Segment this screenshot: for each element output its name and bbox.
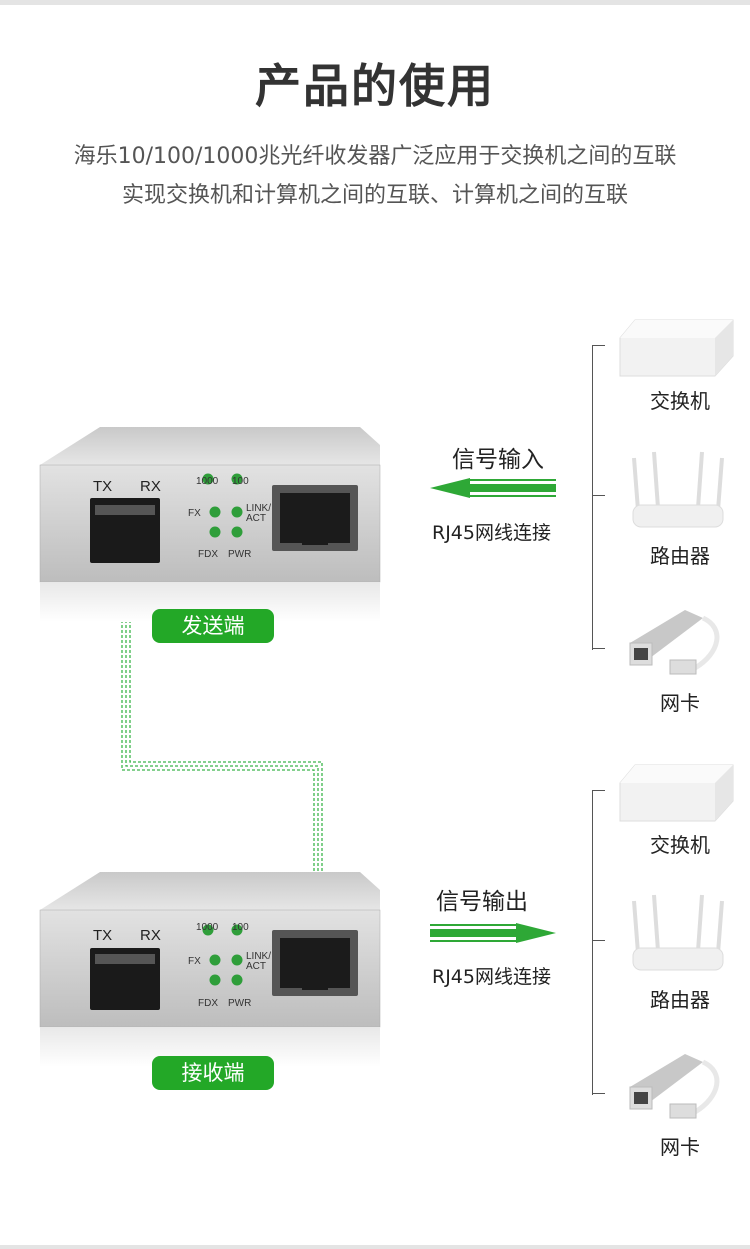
- description-line-1: 海乐10/100/1000兆光纤收发器广泛应用于交换机之间的互联: [73, 144, 677, 169]
- device-label-router: 路由器: [650, 544, 710, 568]
- led-label-100: 100: [232, 922, 249, 933]
- led-label-pwr: PWR: [228, 549, 251, 560]
- transceiver-graphic: TX RX 1000 100 FX LINK/ ACT FDX PWR: [39, 872, 381, 1067]
- led-label-fx: FX: [188, 508, 201, 519]
- led-label-act: ACT: [246, 961, 266, 972]
- rj45-in-label: RJ45网线连接: [432, 522, 551, 544]
- led-label-link: LINK/: [246, 503, 271, 514]
- device-bracket-top: [592, 345, 607, 650]
- port-label-rx: RX: [140, 478, 161, 495]
- router-icon: [632, 451, 724, 528]
- receiver-badge: 接收端: [152, 1056, 274, 1090]
- device-label-switch: 交换机: [650, 833, 710, 857]
- router-icon: [632, 894, 724, 971]
- led-label-1000: 1000: [196, 476, 219, 487]
- signal-in-label: 信号输入: [452, 447, 544, 473]
- rj45-out-label: RJ45网线连接: [432, 966, 551, 988]
- port-label-tx: TX: [93, 478, 112, 495]
- bottom-divider: [0, 1245, 750, 1249]
- led-label-fdx: FDX: [198, 998, 218, 1009]
- port-label-rx: RX: [140, 927, 161, 944]
- transmitter-device: TX RX 1000 100 FX LINK/ ACT FDX PWR: [39, 425, 390, 622]
- device-label-nic: 网卡: [660, 1135, 700, 1159]
- receiver-device: TX RX 1000 100 FX LINK/ ACT FDX PWR: [39, 870, 390, 1067]
- led-label-act: ACT: [246, 513, 266, 524]
- led-label-1000: 1000: [196, 922, 219, 933]
- top-divider: [0, 0, 750, 5]
- device-bracket-bottom: [592, 790, 607, 1095]
- led-label-pwr: PWR: [228, 998, 251, 1009]
- signal-in-arrow: [430, 478, 556, 498]
- transmitter-badge: 发送端: [152, 609, 274, 643]
- led-label-fdx: FDX: [198, 549, 218, 560]
- led-label-fx: FX: [188, 956, 201, 967]
- page-title: 产品的使用: [255, 59, 495, 113]
- switch-icon: [619, 764, 734, 822]
- description-line-2: 实现交换机和计算机之间的互联、计算机之间的互联: [121, 183, 628, 208]
- signal-out-arrow: [430, 923, 556, 943]
- network-adapter-icon: [629, 1054, 720, 1119]
- signal-out-label: 信号输出: [436, 889, 528, 915]
- transceiver-graphic: TX RX 1000 100 FX LINK/ ACT FDX PWR: [39, 427, 381, 622]
- led-label-100: 100: [232, 476, 249, 487]
- network-adapter-icon: [629, 610, 720, 675]
- port-label-tx: TX: [93, 927, 112, 944]
- device-label-nic: 网卡: [660, 691, 700, 715]
- switch-icon: [619, 319, 734, 377]
- device-label-switch: 交换机: [650, 389, 710, 413]
- led-label-link: LINK/: [246, 951, 271, 962]
- device-label-router: 路由器: [650, 988, 710, 1012]
